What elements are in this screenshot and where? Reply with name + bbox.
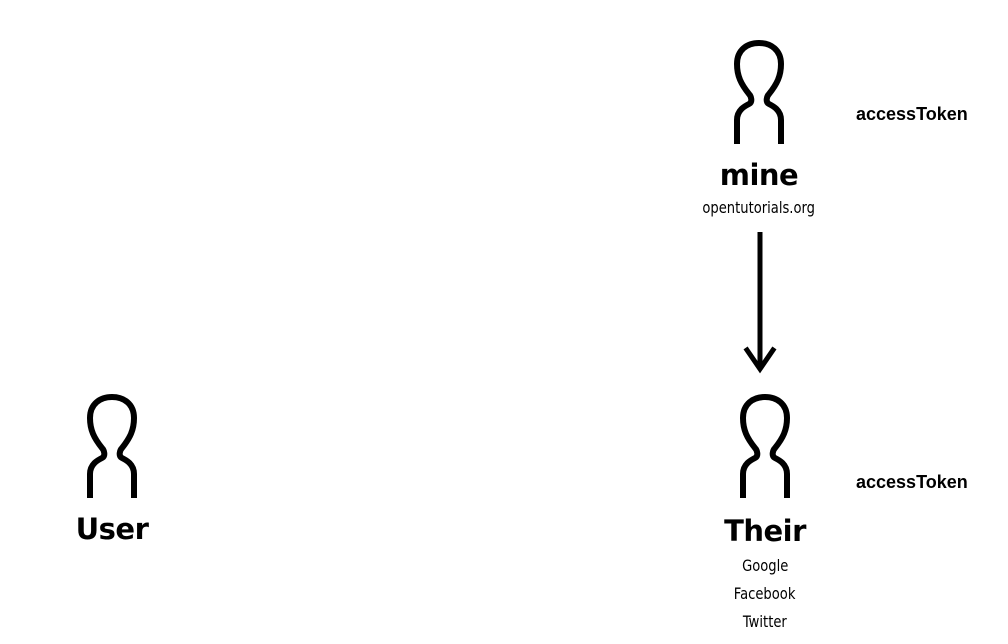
mine-label: mine [719,158,799,192]
provider-facebook: Facebook [734,584,796,603]
their-access-token-label: accessToken [856,472,968,492]
mine-access-token-label: accessToken [856,104,968,124]
provider-google: Google [741,556,789,575]
user-label: User [75,512,149,546]
their-actor: Their Google Facebook Twitter [700,394,830,636]
mine-actor: mine opentutorials.org [684,40,834,222]
their-label: Their [724,514,806,548]
provider-twitter: Twitter [743,612,787,631]
mine-subtitle: opentutorials.org [702,198,816,217]
their-provider-list: Google Facebook Twitter [727,552,802,636]
arrow-down-icon [743,232,777,374]
user-actor: User [58,394,166,546]
person-icon [734,40,784,144]
person-icon [87,394,137,498]
person-icon [740,394,790,498]
